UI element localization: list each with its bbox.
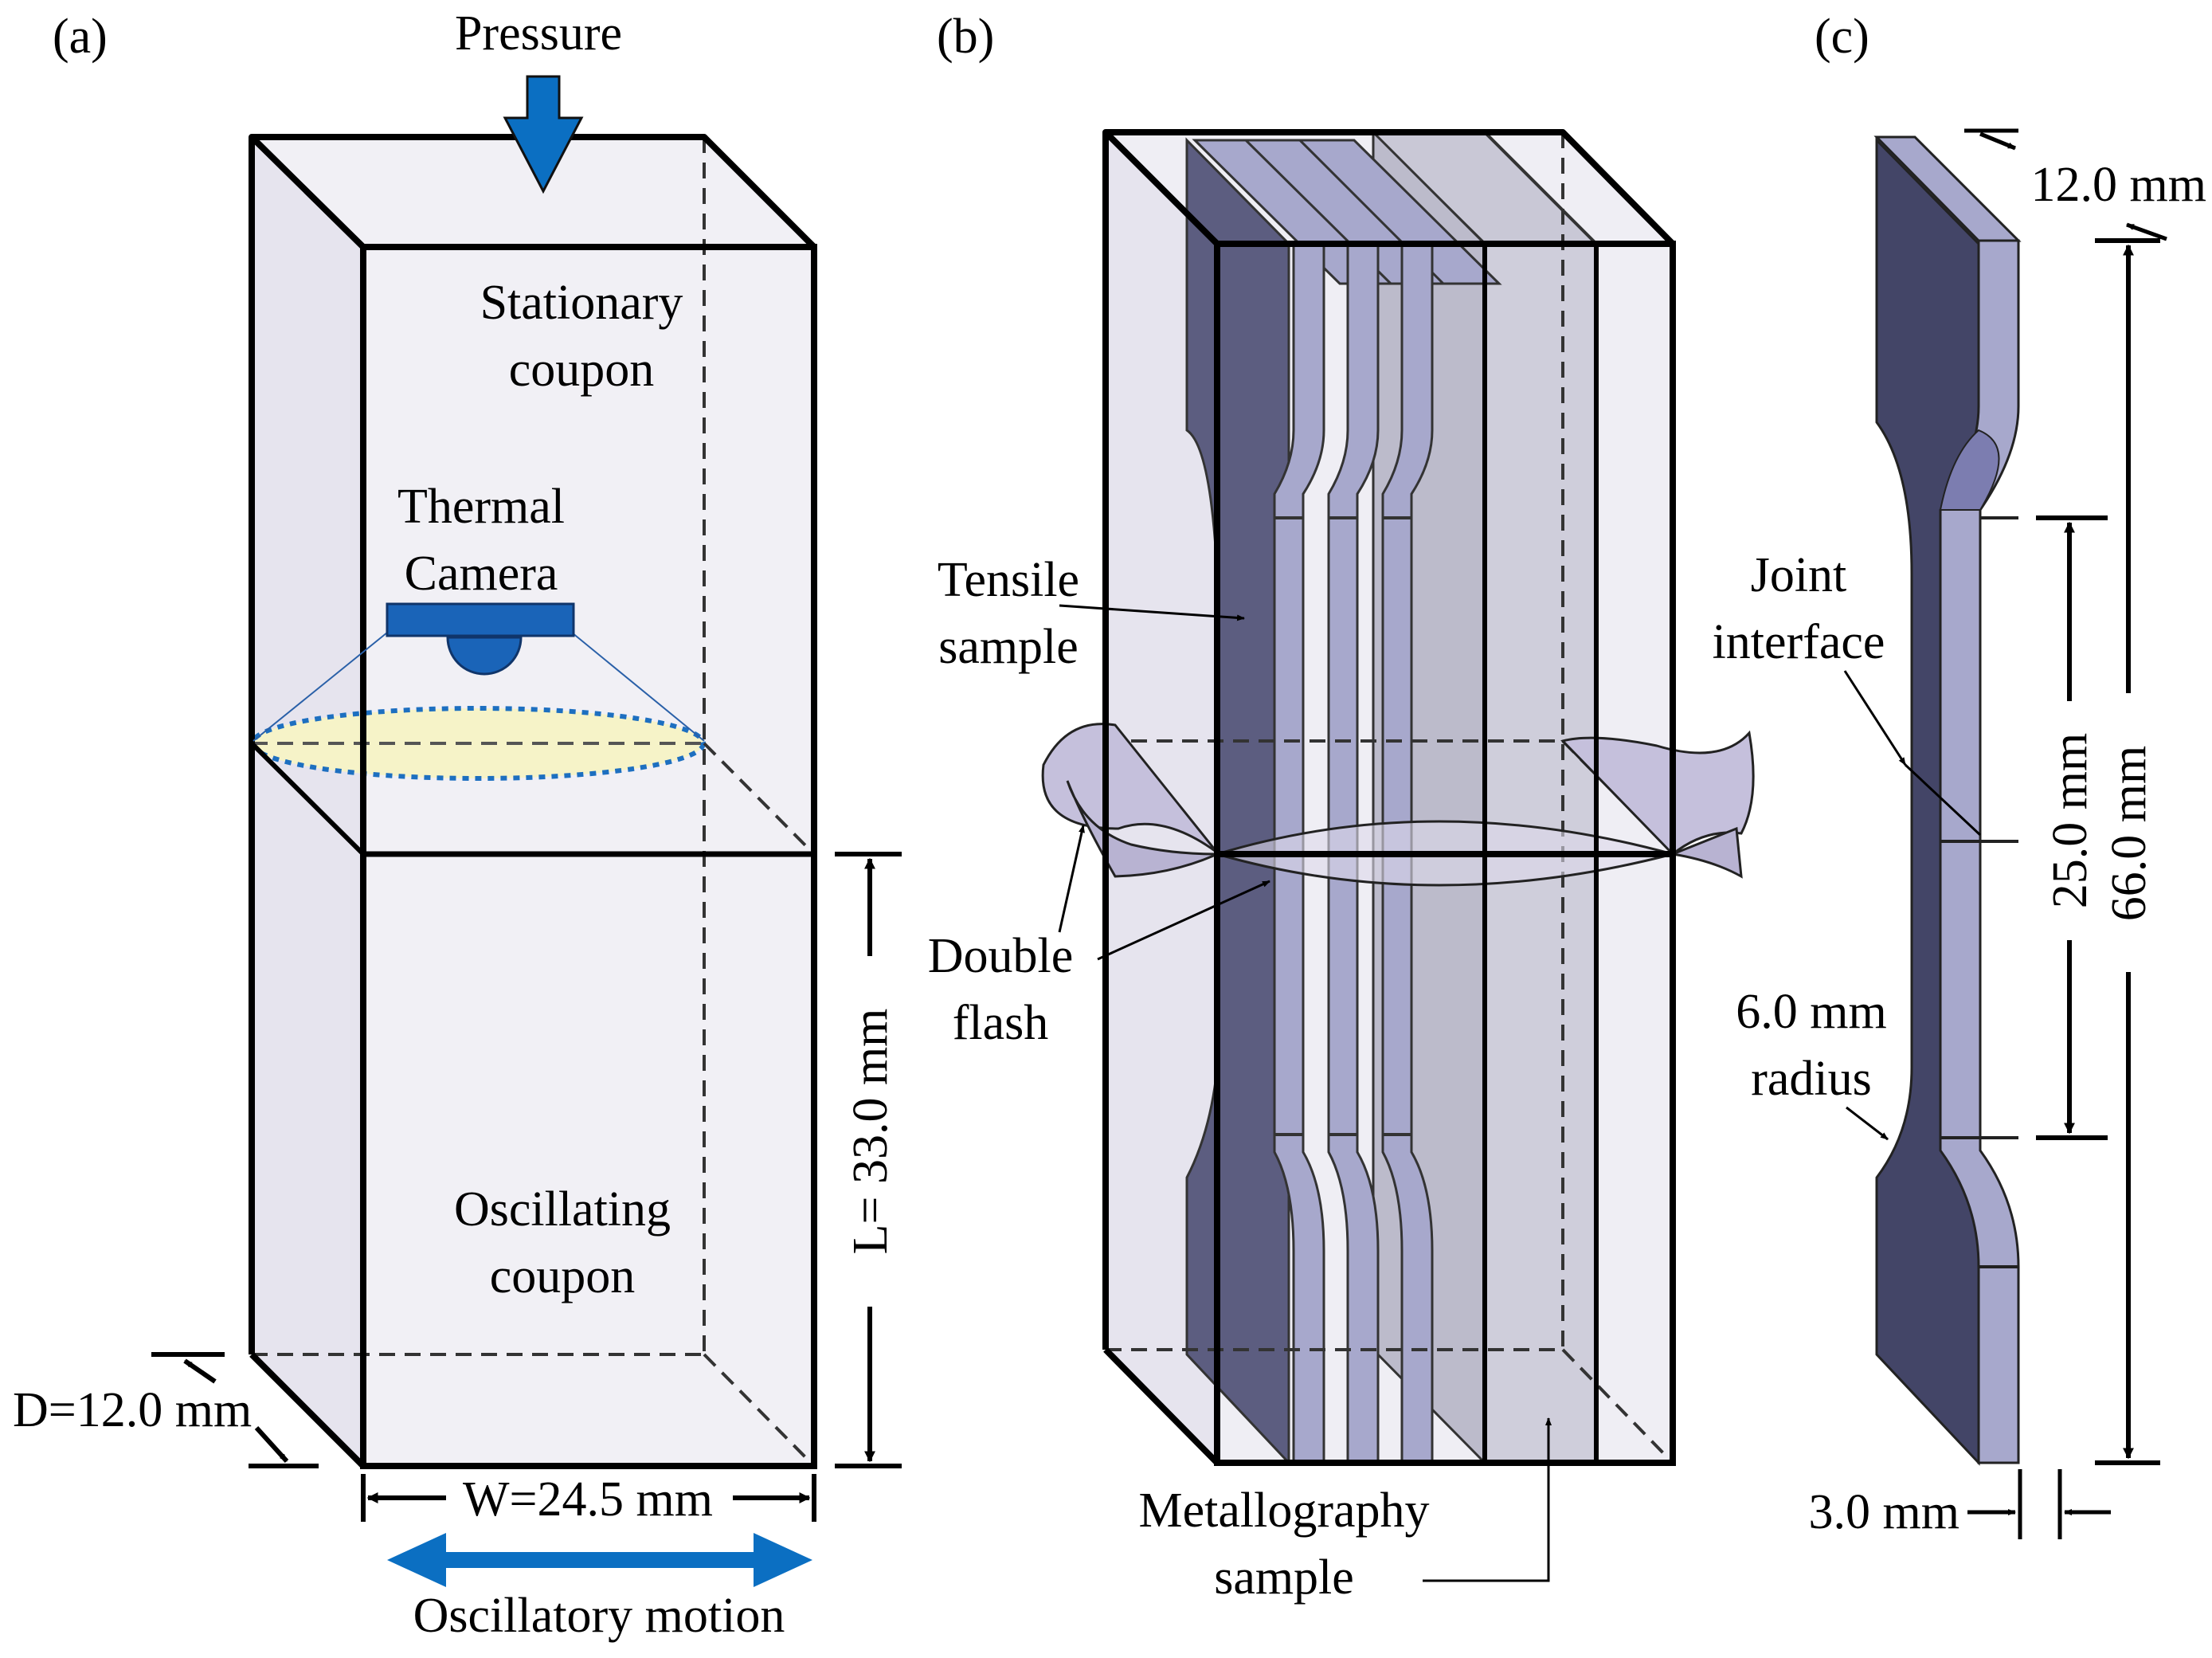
metallography-label-line1: Metallography	[1138, 1484, 1429, 1538]
dim-L-label: L= 33.0 mm	[844, 1009, 898, 1255]
pressure-label: Pressure	[455, 6, 622, 61]
panel-b: (b)	[928, 10, 1755, 1605]
dim-total-label: 66.0 mm	[2102, 746, 2156, 921]
radius-leader	[1846, 1106, 1889, 1141]
dim-thick-label: 3.0 mm	[1809, 1485, 1959, 1539]
flash-leader	[1058, 825, 1085, 933]
dim-width-label: 12.0 mm	[2031, 158, 2206, 212]
dim-D-label: D=12.0 mm	[13, 1383, 252, 1437]
oscillating-label-line2: coupon	[490, 1249, 636, 1303]
camera-view-line	[571, 632, 705, 742]
box-hidden-edge	[703, 1353, 816, 1468]
joint-leader-a	[1843, 670, 1907, 766]
flash-label-line2: flash	[953, 996, 1049, 1050]
joint-label-line1: Joint	[1751, 548, 1847, 602]
dim-width-arrow	[2126, 222, 2167, 241]
dim-total-gap	[2103, 693, 2154, 972]
camera-body-icon	[386, 602, 575, 637]
panel-c-tag: (c)	[1815, 10, 1869, 64]
fillet-shade	[1939, 429, 2000, 511]
dim-gauge-gap	[2044, 701, 2095, 940]
camera-label-line1: Thermal	[397, 480, 565, 534]
oscillation-arrow-icon	[387, 1533, 812, 1587]
oscillating-label-line1: Oscillating	[454, 1182, 671, 1237]
panel-c: (c) 12.0 mm 66.0 mm 25.0 mm Joint interf…	[1713, 10, 2206, 1539]
pressure-arrow-icon	[503, 75, 584, 194]
interface-edge	[249, 741, 366, 856]
radius-label-line2: radius	[1751, 1052, 1872, 1106]
tensile-sample-top	[1297, 139, 1502, 285]
interface-hidden-line	[703, 742, 816, 856]
camera-label-line2: Camera	[405, 547, 558, 601]
dim-D-arrow	[183, 1358, 217, 1384]
tensile-label-line2: sample	[938, 620, 1079, 674]
box-edge	[1103, 1347, 1220, 1465]
flash-leader	[1097, 880, 1270, 961]
camera-view-line	[253, 632, 388, 742]
metallography-leader	[1423, 1417, 1552, 1582]
metallography-label-line2: sample	[1214, 1550, 1354, 1605]
camera-lens-icon	[446, 636, 523, 676]
box-top-face	[252, 137, 814, 247]
dim-width-arrow	[1979, 131, 2016, 151]
stationary-label-line1: Stationary	[480, 276, 683, 330]
dim-D-arrow	[254, 1425, 289, 1464]
box-hidden-edge	[1561, 1348, 1674, 1464]
flash-label-line1: Double	[928, 929, 1074, 983]
radius-label-line1: 6.0 mm	[1736, 985, 1886, 1039]
box-edge	[249, 1352, 366, 1468]
tensile-leader	[1059, 604, 1245, 621]
flash-right-fold	[1668, 826, 1743, 879]
dim-W-label: W=24.5 mm	[463, 1472, 713, 1527]
dim-L-gap	[844, 956, 895, 1307]
tensile-label-line1: Tensile	[938, 553, 1079, 607]
motion-label: Oscillatory motion	[413, 1589, 785, 1643]
joint-leader-b	[1904, 763, 1982, 837]
panel-a-tag: (a)	[53, 10, 108, 64]
stationary-label-line2: coupon	[509, 343, 655, 397]
joint-label-line2: interface	[1713, 615, 1885, 669]
panel-b-tag: (b)	[937, 10, 994, 64]
dim-gauge-label: 25.0 mm	[2043, 733, 2097, 908]
panel-a: (a) Pressure Stationary coupon Thermal C…	[13, 6, 902, 1643]
